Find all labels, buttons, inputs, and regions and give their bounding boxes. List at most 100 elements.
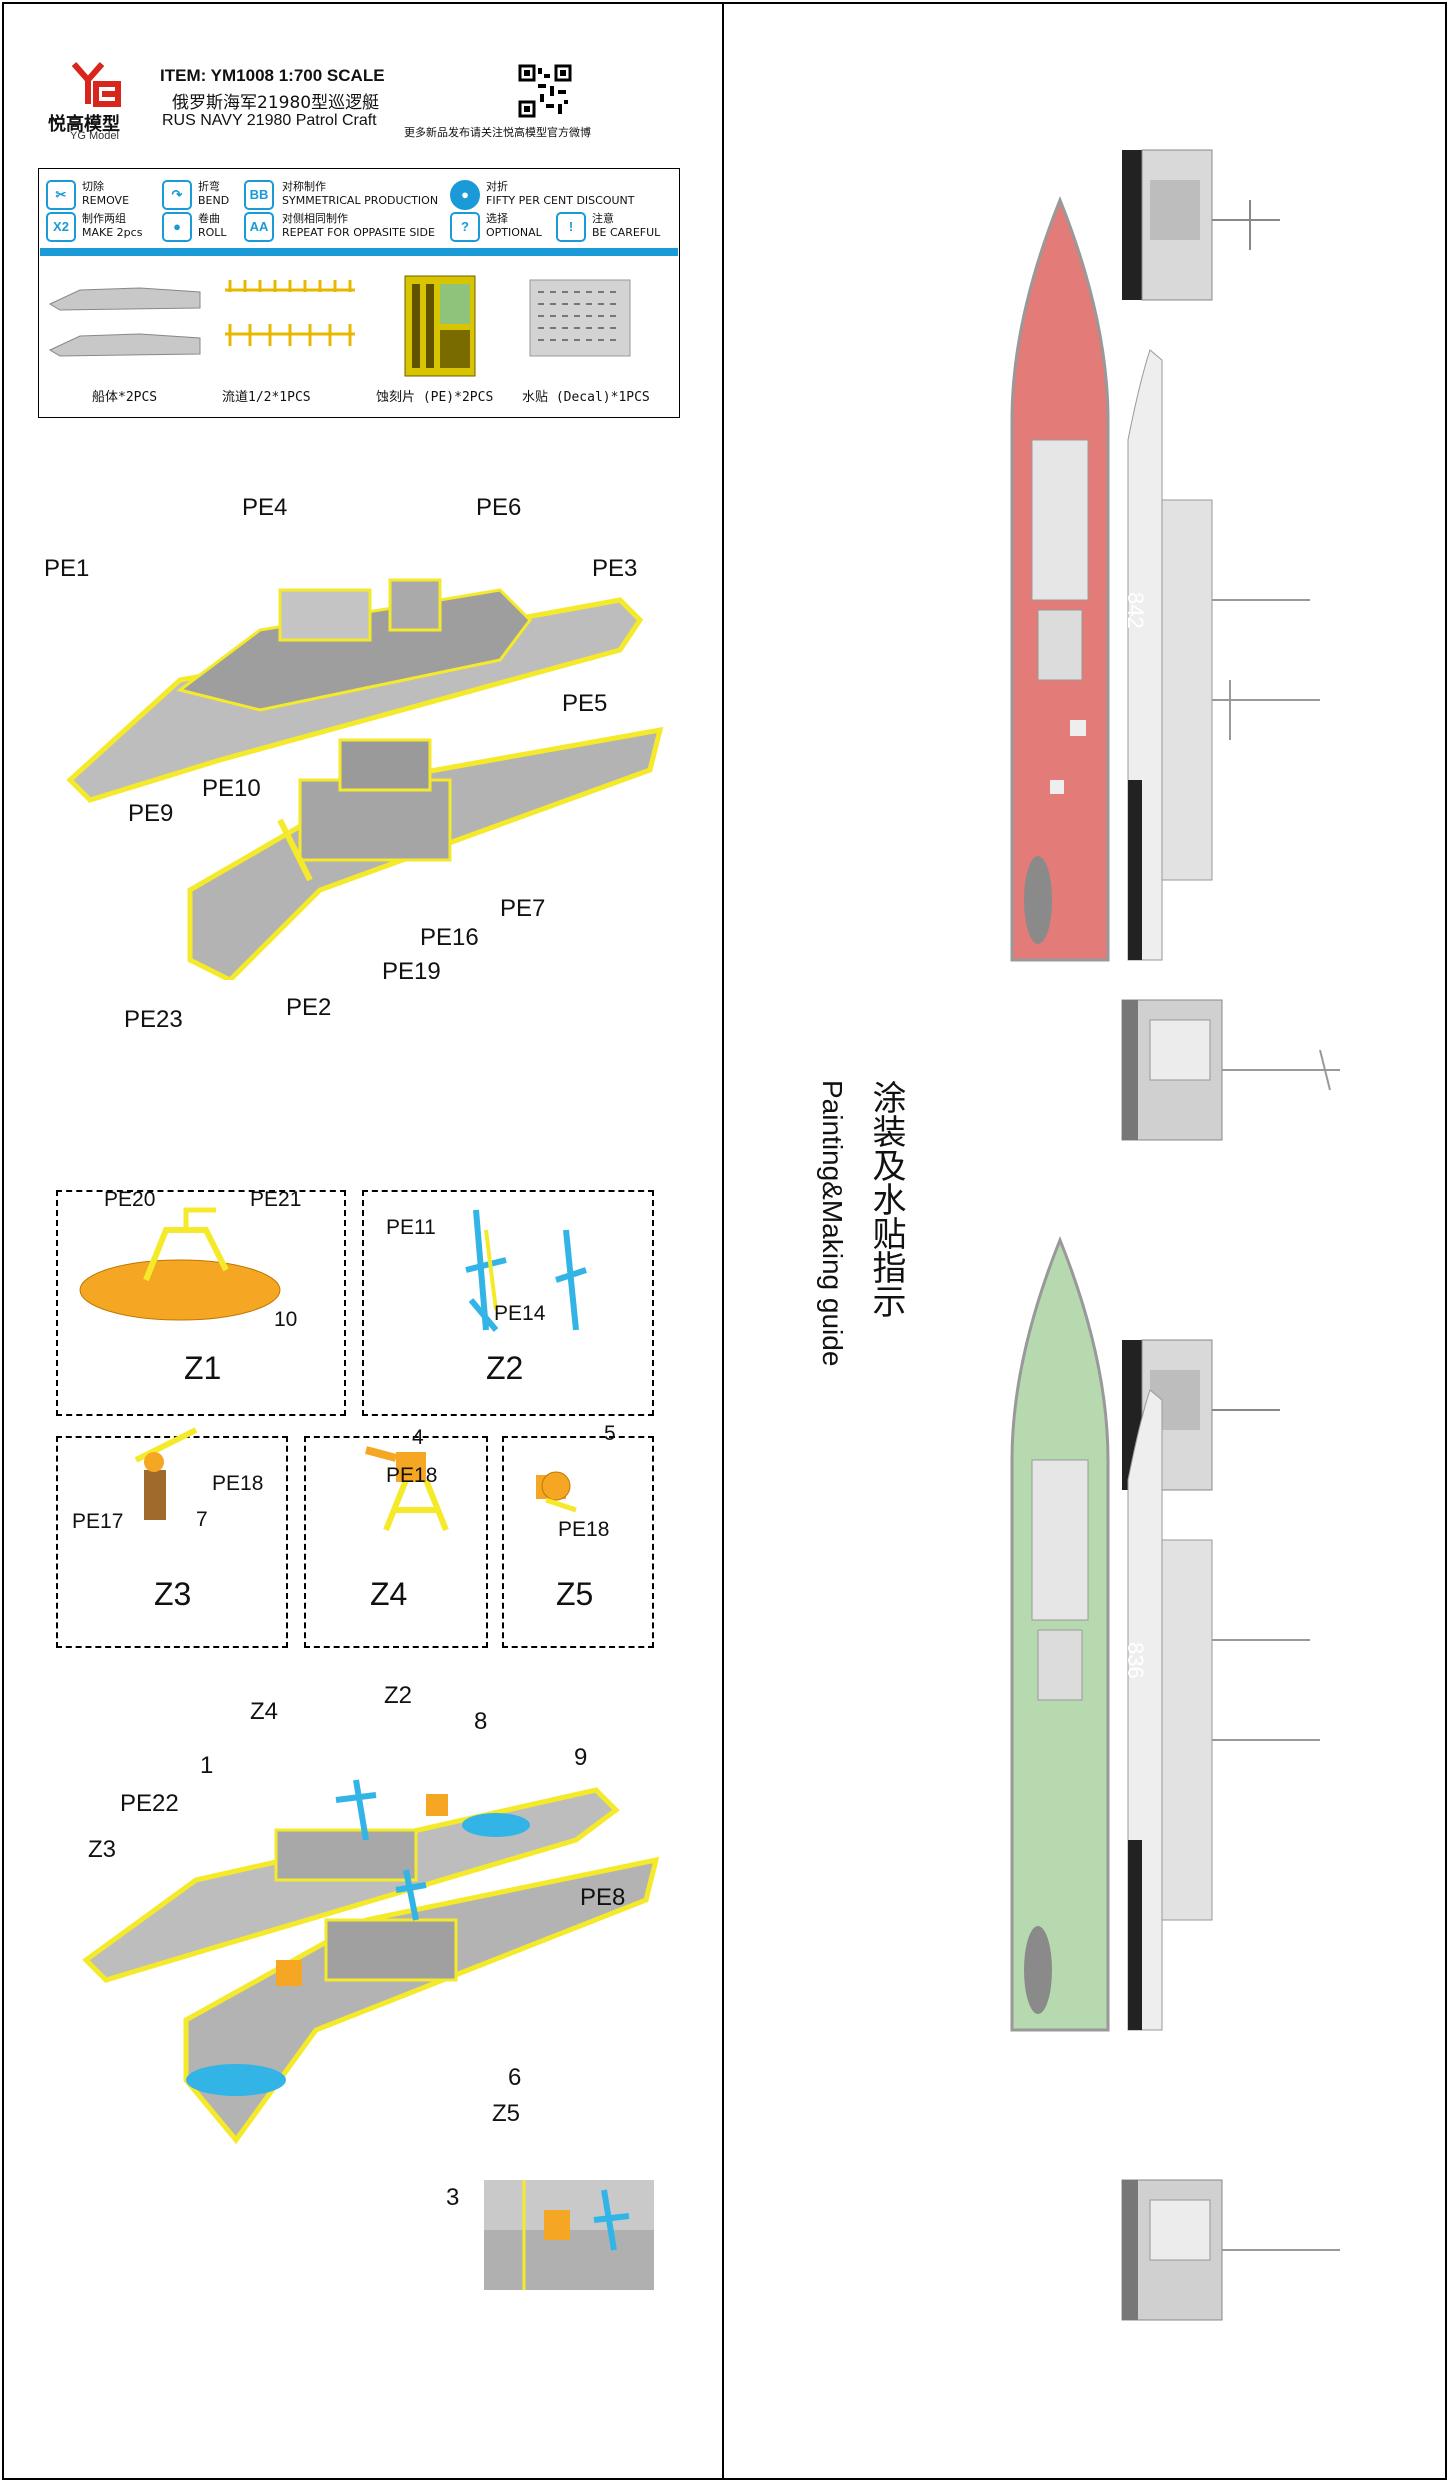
parts-caption-decal: 水贴 (Decal)*1PCS: [522, 390, 650, 405]
bow-view-836: [1121, 2179, 1340, 2321]
step2-label-6: 6: [508, 2064, 522, 2091]
z5-title: Z5: [556, 1576, 594, 1612]
parts-caption-pe: 蚀刻片 (PE)*2PCS: [376, 390, 494, 405]
step2-label-pe22: PE22: [120, 1790, 179, 1817]
legend-disc-cn: 对折: [486, 180, 508, 193]
z2-label-pe11: PE11: [386, 1216, 436, 1239]
top-view-red: [1010, 195, 1110, 962]
step2-label-8: 8: [474, 1708, 488, 1735]
roll-icon: ●: [162, 212, 192, 242]
scissors-icon: ✂: [46, 180, 76, 210]
label-pe19: PE19: [382, 958, 441, 985]
legend-care-cn: 注意: [592, 212, 614, 225]
label-pe7: PE7: [500, 895, 546, 922]
hull-part-icon: [48, 287, 201, 357]
item-line: ITEM: YM1008 1:700 SCALE: [160, 66, 385, 85]
qr-icon: [518, 64, 572, 118]
z4-label-4: 4: [412, 1426, 424, 1449]
photo-etch-sheet-icon: [404, 275, 476, 377]
title-en: RUS NAVY 21980 Patrol Craft: [162, 112, 377, 129]
legend-sym-cn: 对称制作: [282, 180, 326, 193]
step2-label-z5: Z5: [492, 2100, 521, 2127]
hull-number-836: 836: [1123, 1642, 1148, 1679]
decal-sheet-icon: [529, 279, 631, 357]
label-pe2: PE2: [286, 994, 332, 1021]
z2-box: [362, 1190, 654, 1416]
label-pe1: PE1: [44, 555, 90, 582]
label-pe23: PE23: [124, 1006, 183, 1033]
z5-box: [502, 1436, 654, 1648]
z3-box: [56, 1436, 288, 1648]
legend-opt-en: OPTIONAL: [486, 226, 542, 239]
step2-label-z4: Z4: [250, 1698, 279, 1725]
legend-divider: [40, 248, 678, 256]
step2-label-z3: Z3: [88, 1836, 117, 1863]
top-view-green: [1010, 1235, 1110, 2032]
label-pe9: PE9: [128, 800, 174, 827]
label-pe3: PE3: [592, 555, 638, 582]
legend-care-en: BE CAREFUL: [592, 226, 661, 239]
legend-x2-en: MAKE 2pcs: [82, 226, 143, 239]
legend-x2-cn: 制作两组: [82, 212, 126, 225]
z1-label-10: 10: [274, 1308, 298, 1331]
detail-inset: [484, 2180, 654, 2290]
legend-opp-en: REPEAT FOR OPPASITE SIDE: [282, 226, 435, 239]
title-cn: 俄罗斯海军21980型巡逻艇: [172, 93, 380, 113]
step2-assembly-illustration: [82, 1779, 660, 2145]
sprue-part-icon: [225, 280, 355, 346]
z3-label-pe18: PE18: [212, 1472, 264, 1495]
z5-label-5: 5: [604, 1422, 616, 1445]
parts-caption-hull: 船体*2PCS: [92, 390, 158, 405]
side-view-836: 836: [1123, 1389, 1320, 2031]
logo-cn: 悦高模型: [48, 114, 120, 135]
z3-label-7: 7: [196, 1508, 208, 1531]
step2-label-z2: Z2: [384, 1682, 413, 1709]
z3-label-pe17: PE17: [72, 1510, 124, 1533]
label-pe5: PE5: [562, 690, 608, 717]
z5-label-pe18: PE18: [558, 1518, 610, 1541]
legend-bend-cn: 折弯: [198, 180, 220, 193]
opposite-icon: AA: [244, 212, 274, 242]
z4-label-pe18: PE18: [386, 1464, 438, 1487]
z1-box: [56, 1190, 346, 1416]
label-pe10: PE10: [202, 775, 261, 802]
guide-title-en: Painting&Making guide: [817, 1080, 848, 1367]
legend-bend-en: BEND: [198, 194, 230, 207]
step2-label-1: 1: [200, 1752, 214, 1779]
parts-caption-sprue: 流道1/2*1PCS: [222, 390, 311, 405]
label-pe6: PE6: [476, 494, 522, 521]
bow-view-842: [1121, 999, 1340, 1141]
legend-disc-en: FIFTY PER CENT DISCOUNT: [486, 194, 635, 207]
legend-box: [38, 168, 680, 418]
step2-label-pe8: PE8: [580, 1884, 626, 1911]
legend-remove-cn: 切除: [82, 180, 104, 193]
logo-en: YG Model: [70, 130, 119, 142]
detail-inset-drawing: [484, 2180, 654, 2290]
step2-label-3: 3: [446, 2184, 460, 2211]
stern-view-842: [1122, 149, 1280, 301]
qr-caption: 更多新品发布请关注悦高模型官方微博: [404, 126, 591, 139]
z2-label-pe14: PE14: [494, 1302, 546, 1325]
bend-icon: ↷: [162, 180, 192, 210]
symmetric-icon: BB: [244, 180, 274, 210]
warning-icon: !: [556, 212, 586, 242]
painting-guide-drawings: 842 836: [1010, 149, 1340, 2321]
legend-opp-cn: 对侧相同制作: [282, 212, 348, 225]
z1-label-pe20: PE20: [104, 1188, 156, 1211]
subassembly-illustrations: [79, 1207, 587, 1532]
label-pe16: PE16: [420, 924, 479, 951]
hull-number-842: 842: [1123, 592, 1148, 629]
legend-roll-en: ROLL: [198, 226, 227, 239]
z2-title: Z2: [486, 1350, 524, 1386]
z1-label-pe21: PE21: [250, 1188, 302, 1211]
logo: [66, 60, 126, 108]
z4-title: Z4: [370, 1576, 408, 1612]
discount-icon: ●: [450, 180, 480, 210]
side-view-842: 842: [1123, 349, 1320, 961]
label-pe4: PE4: [242, 494, 288, 521]
guide-title-cn: 涂装及水贴指示: [866, 1080, 906, 1318]
right-panel: [722, 2, 1447, 2480]
z4-box: [304, 1436, 488, 1648]
legend-opt-cn: 选择: [486, 212, 508, 225]
parts-illustrations: [48, 275, 631, 377]
